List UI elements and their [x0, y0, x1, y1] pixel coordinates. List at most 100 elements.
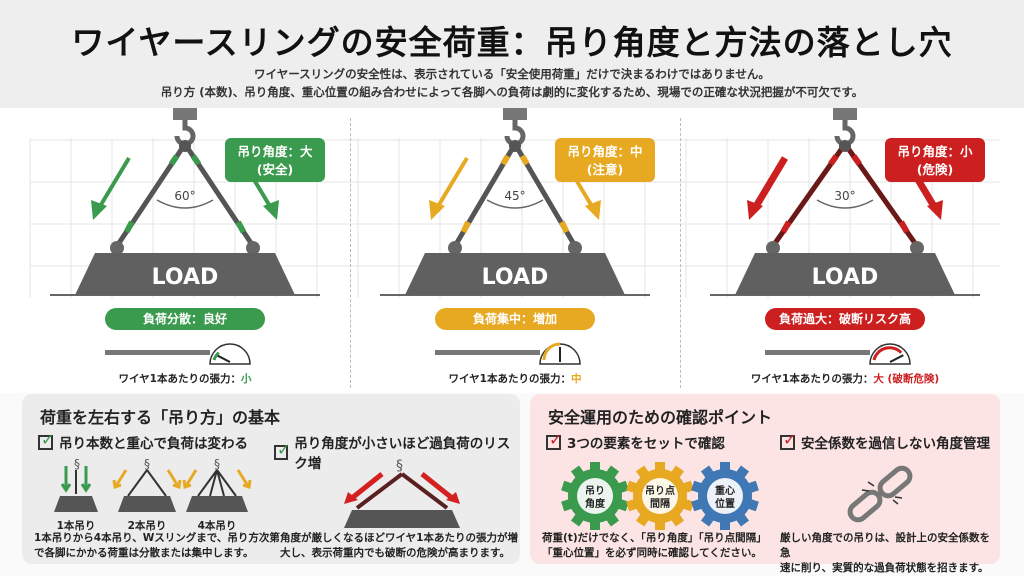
check-label: 安全係数を過信しない角度管理 — [801, 436, 990, 452]
check-label: 3つの要素をセットで確認 — [567, 436, 725, 452]
tension-value: 小 — [240, 372, 252, 385]
lifting-methods-illustration: § § § — [54, 457, 252, 512]
status-pill — [105, 308, 265, 330]
wire-sleeve — [559, 220, 570, 234]
hook-icon — [834, 120, 856, 147]
gear-label: 重心 — [715, 484, 735, 497]
check-item: ✓吊り本数と重心で負荷は変わる — [38, 430, 248, 452]
wire-sleeve — [123, 220, 135, 234]
angle-badge — [555, 138, 655, 182]
hook-eye — [839, 140, 851, 152]
hook-eye — [179, 140, 191, 152]
crane-block — [503, 108, 527, 120]
subtitle-line-1: ワイヤースリングの安全性は、表示されている「安全使用荷重」だけで決まるわけではあ… — [254, 67, 770, 81]
load-block — [735, 253, 955, 295]
lifting-basics-card: 荷重を左右する「吊り方」の基本 ✓吊り本数と重心で負荷は変わる ✓吊り角度が小さ… — [22, 394, 520, 564]
angle-badge-note: (安全) — [257, 162, 293, 177]
status-label: 負荷集中：増加 — [473, 311, 557, 326]
angle-arc — [486, 199, 544, 209]
divider — [680, 118, 681, 388]
check-item: ✓ 安全係数を過信しない角度管理 — [780, 430, 990, 452]
lifting-lug — [246, 241, 260, 255]
angle-arc — [156, 199, 214, 209]
tension-caption: ワイヤ1本あたりの張力：中 — [449, 372, 582, 385]
method-label: 1本吊り — [56, 520, 96, 532]
broken-chain-icon — [847, 465, 913, 523]
lifting-lug — [910, 241, 924, 255]
crane-block — [173, 108, 197, 120]
wire-sleeve — [519, 154, 530, 166]
wire-rope — [435, 350, 540, 355]
load-label: LOAD — [812, 265, 879, 290]
load-label: LOAD — [152, 265, 219, 290]
hook-eye — [509, 140, 521, 152]
divider — [350, 118, 351, 388]
crane-block — [833, 108, 857, 120]
gear-icon: 吊り角度 — [561, 462, 629, 530]
force-arrow — [97, 156, 131, 210]
svg-text:§: § — [396, 458, 403, 474]
check-item: ✓ 3つの要素をセットで確認 — [546, 430, 725, 452]
gear-label: 角度 — [585, 497, 606, 510]
wire-sleeve — [460, 220, 471, 234]
status-pill — [765, 308, 925, 330]
gear-label: 位置 — [715, 497, 735, 510]
gear-icon: 吊り点間隔 — [626, 462, 694, 530]
card-title: 安全運用のための確認ポイント — [548, 408, 773, 427]
gauge-level — [542, 342, 561, 361]
description: 厳しい角度での吊りは、設計上の安全係数を急速に削り、実質的な過負荷状態を招きます… — [780, 532, 990, 574]
gear-label: 間隔 — [650, 498, 670, 510]
quad-lift-icon: § — [182, 457, 252, 512]
angle-badge — [225, 138, 325, 182]
arrow-head — [927, 200, 943, 220]
wire-sleeve — [780, 220, 792, 234]
lifting-lug — [110, 241, 124, 255]
checkbox-icon: ✓ — [546, 430, 562, 450]
status-pill — [435, 308, 595, 330]
gear-label: 吊り — [585, 485, 605, 497]
card-title: 荷重を左右する「吊り方」の基本 — [40, 408, 281, 427]
checkbox-icon: ✓ — [274, 440, 290, 460]
force-arrow — [435, 156, 469, 210]
svg-text:§: § — [74, 457, 80, 471]
load-block — [405, 253, 625, 295]
method-label: 2本吊り — [127, 520, 167, 532]
tension-caption: ワイヤ1本あたりの張力：小 — [119, 372, 253, 385]
wire-sleeve — [851, 154, 862, 166]
angle-badge-note: (注意) — [587, 162, 623, 177]
hook-icon — [504, 120, 526, 147]
wire-rope — [105, 350, 210, 355]
method-label: 4本吊り — [197, 520, 237, 532]
wire-sleeve — [828, 154, 839, 166]
gear-label: 吊り点 — [645, 484, 675, 497]
wire-sleeve — [500, 154, 511, 166]
lifting-lug — [766, 241, 780, 255]
subtitle-line-2: 吊り方 (本数)、吊り角度、重心位置の組み合わせによって各脚への負荷は劇的に変化… — [160, 85, 864, 99]
lifting-lug — [568, 241, 582, 255]
tension-caption: ワイヤ1本あたりの張力：大 (破断危険) — [751, 372, 939, 385]
wire-sleeve — [235, 220, 247, 234]
angle-value: 60° — [174, 189, 195, 203]
gauge-needle — [889, 354, 904, 363]
tension-value: 中 — [571, 372, 582, 385]
status-label: 負荷過大：破断リスク高 — [779, 311, 911, 326]
check-item: ✓吊り角度が小さいほど過負荷のリスク増 — [274, 432, 520, 472]
svg-text:§: § — [214, 457, 220, 471]
lifting-lug — [448, 241, 462, 255]
safety-check-card: 安全運用のための確認ポイント ✓ 3つの要素をセットで確認 ✓ 安全係数を過信しない… — [530, 394, 1000, 574]
wire-sleeve — [190, 154, 202, 166]
header: ワイヤースリングの安全荷重：吊り角度と方法の落とし穴 ワイヤースリングの安全性は… — [0, 0, 1024, 108]
checkbox-icon: ✓ — [780, 430, 796, 450]
angle-badge-label: 吊り角度：小 — [897, 144, 973, 159]
gear-icon: 重心位置 — [691, 462, 759, 530]
check-label: 吊り角度が小さいほど過負荷のリスク増 — [294, 436, 511, 472]
steep-angle-illustration: § — [344, 458, 460, 528]
status-label: 負荷分散：良好 — [143, 311, 227, 326]
wire-rope — [765, 350, 870, 355]
arrow-head — [585, 200, 601, 220]
angle-badge-label: 吊り角度：中 — [567, 144, 642, 159]
tension-gauge — [209, 343, 251, 365]
